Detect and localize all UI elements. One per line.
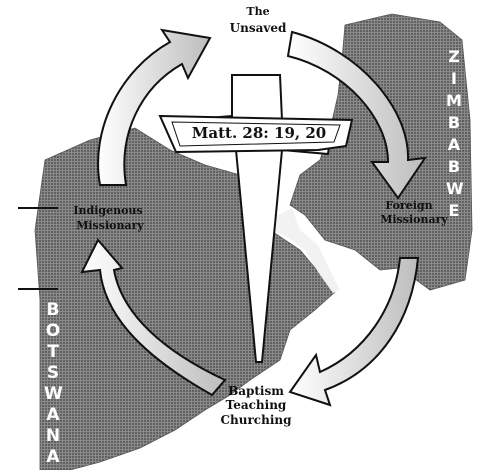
label-baptism: Baptism [228, 384, 284, 398]
label-indigenous: Indigenous [73, 204, 143, 217]
arrow-indigenous-to-unsaved [97, 28, 212, 186]
label-indigenous-missionary: Missionary [76, 219, 144, 232]
label-teaching: Teaching [225, 398, 287, 412]
arrow-baptism-to-indigenous [80, 238, 227, 397]
label-verse: Matt. 28: 19, 20 [191, 124, 327, 142]
label-unsaved: Unsaved [229, 21, 287, 35]
label-foreign-missionary: Missionary [380, 213, 448, 226]
label-churching: Churching [220, 413, 292, 427]
arrow-unsaved-to-foreign [286, 30, 428, 200]
arrow-foreign-to-baptism [288, 257, 420, 407]
river [258, 200, 340, 293]
label-botswana: BOTSWANA [44, 300, 63, 467]
label-zimbabwe: ZIMBABWE [446, 47, 464, 220]
plaque-inner [171, 121, 341, 147]
label-foreign: Foreign [385, 199, 433, 212]
label-the: The [246, 5, 270, 18]
